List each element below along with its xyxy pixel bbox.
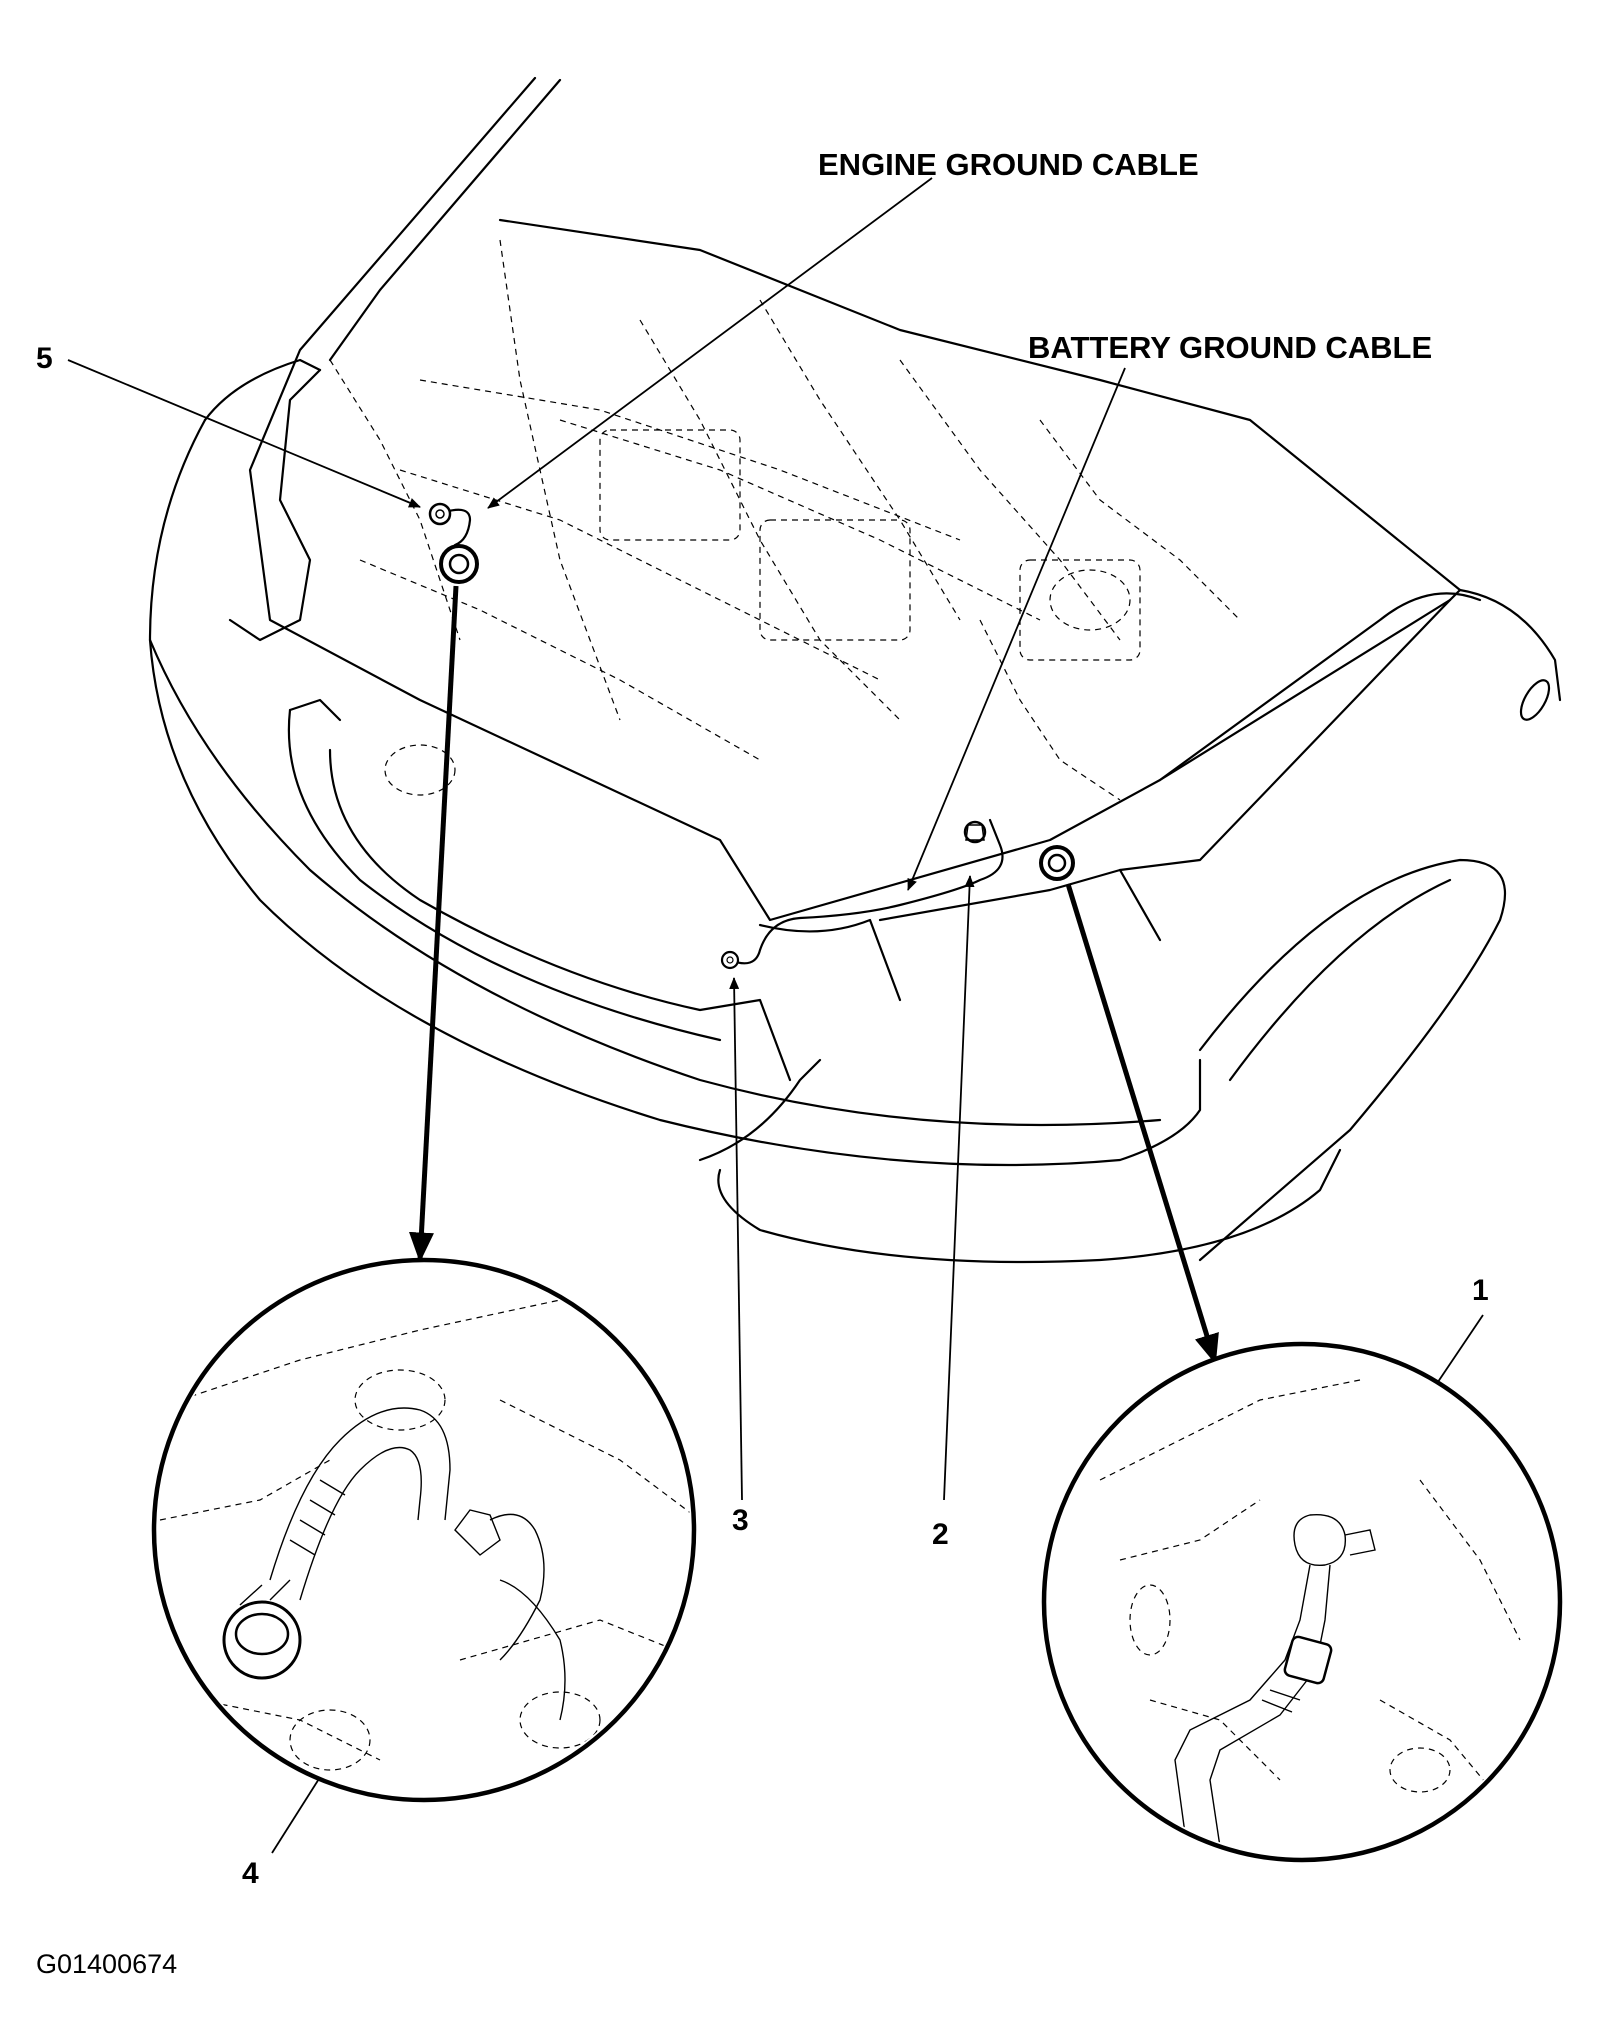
label-2: 2 [932,1518,949,1551]
leader-engine-ground-cable [487,177,933,509]
bolt-3 [720,950,740,970]
label-5: 5 [36,342,53,375]
zoom-arrow-right [1065,883,1219,1365]
car-body-illustration [148,76,1562,1264]
leader-battery-ground-cable [907,367,1126,891]
figure-code: G01400674 [36,1949,177,1979]
engine-ground-cable-line [443,508,472,547]
zoom-arrow-left [408,585,459,1263]
label-engine-ground-cable: ENGINE GROUND CABLE [818,147,1199,182]
bolt-battery-ground [1039,845,1075,881]
battery-ground-cable-line [728,818,1004,965]
bolt-5 [428,502,452,526]
engine-bay-details [329,239,1241,801]
bolt-engine-ground [439,544,479,584]
leader-5 [67,359,421,508]
detail-view-battery-ground [1041,1341,1563,1863]
bolt-2 [963,820,987,844]
label-4: 4 [242,1857,259,1890]
label-battery-ground-cable: BATTERY GROUND CABLE [1028,330,1432,365]
label-3: 3 [732,1504,749,1537]
detail-view-engine-ground [151,1257,697,1803]
leader-3 [729,977,743,1501]
leader-2 [943,875,975,1501]
label-1: 1 [1472,1274,1489,1307]
